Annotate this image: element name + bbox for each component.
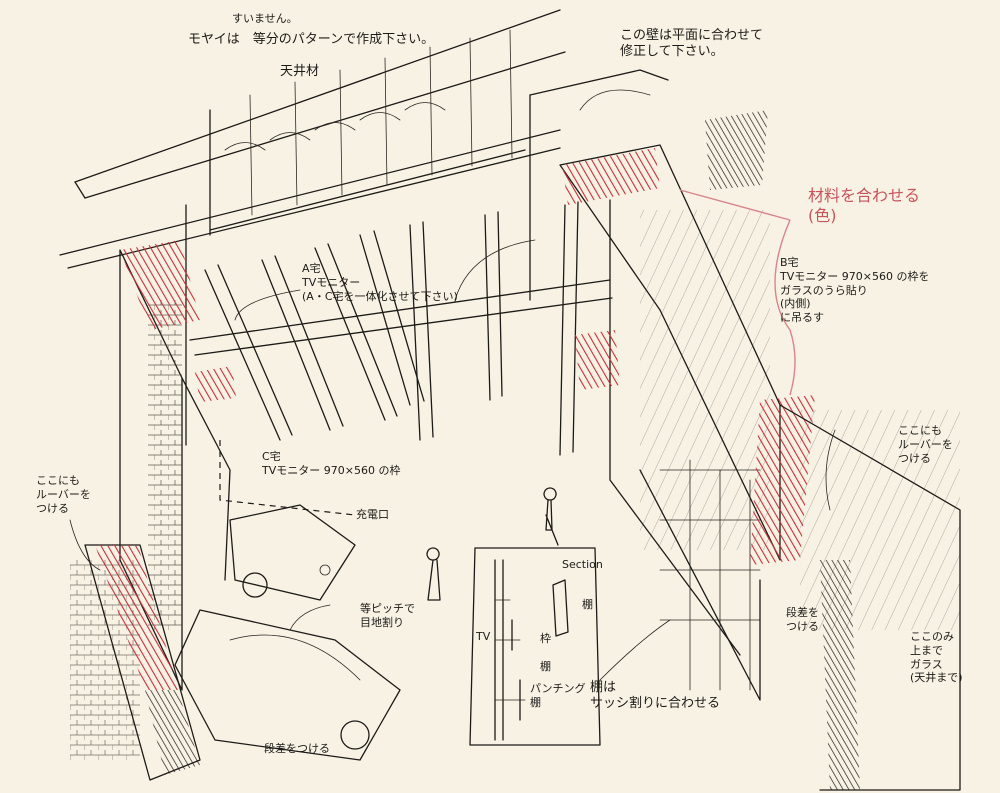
- beams: [189, 201, 613, 456]
- note-section-panel: パンチング 棚: [530, 682, 586, 709]
- human-figures: [426, 487, 559, 601]
- note-glass: ここのみ 上まで ガラス (天井まで): [910, 630, 963, 685]
- note-pattern: モヤイは 等分のパターンで作成下さい。: [188, 32, 435, 47]
- note-a-house: A宅 TVモニター (A・C宅を一体化させて下さい): [302, 262, 458, 303]
- note-outlet: 充電口: [356, 508, 389, 521]
- note-right-louver: ここにも ルーバーを つける: [898, 424, 953, 465]
- note-stair: 段差を つける: [786, 606, 819, 633]
- note-ceiling: 天井材: [280, 64, 320, 79]
- section-inset: [469, 547, 601, 746]
- note-section-shelf2: 棚: [540, 660, 551, 673]
- left-wall: [70, 240, 236, 781]
- note-step: 段差をつける: [264, 742, 330, 755]
- note-shelf: 棚は サッシ割りに合わせる: [590, 680, 721, 712]
- note-materials: 材料を合わせる (色): [808, 186, 921, 225]
- note-wall-fix: この壁は平面に合わせて 修正して下さい。: [620, 28, 764, 60]
- note-apology: すいません。: [232, 12, 298, 25]
- right-wall: [559, 110, 961, 791]
- note-section-tv: TV: [476, 630, 491, 643]
- note-floor: 等ピッチで 目地割り: [360, 602, 415, 629]
- note-section-shelf: 棚: [582, 598, 593, 611]
- car-and-frames: [174, 440, 401, 761]
- note-left-louver: ここにも ルーバーを つける: [36, 474, 91, 515]
- note-section-frame: 枠: [540, 632, 551, 645]
- note-section: Section: [562, 558, 603, 571]
- note-b-house: B宅 TVモニター 970×560 の枠を ガラスのうら貼り (内側) に吊るす: [780, 256, 930, 324]
- note-c-house: C宅 TVモニター 970×560 の枠: [262, 450, 401, 477]
- leader-lines: [69, 89, 836, 681]
